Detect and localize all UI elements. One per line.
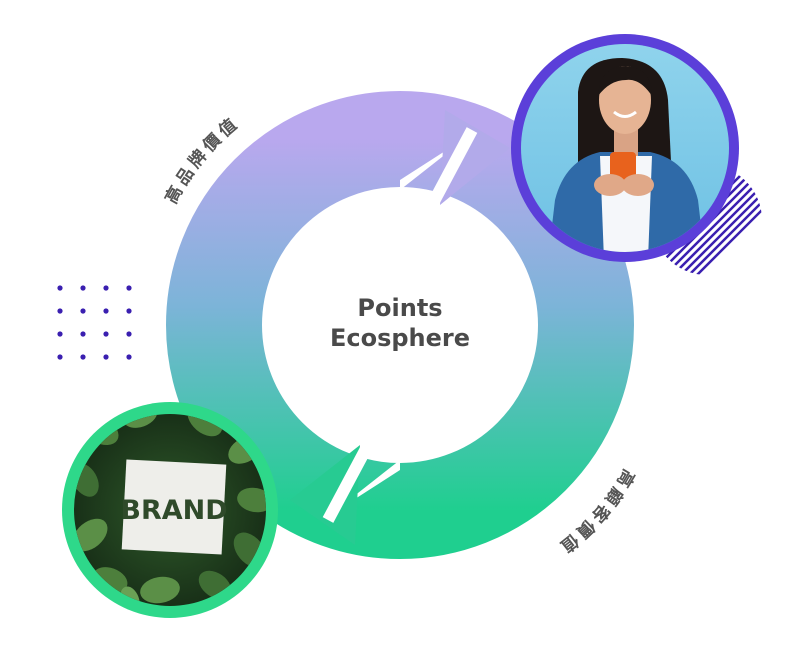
brand-badge: BRAND	[62, 402, 278, 618]
woman-with-phone-photo-icon	[548, 58, 705, 252]
center-title-line1: Points	[357, 294, 442, 322]
brand-card	[121, 459, 227, 555]
phone-icon	[610, 152, 636, 180]
brand-card-label: BRAND	[120, 495, 227, 526]
arrow-head-bottom	[290, 445, 360, 545]
cycle-arrows	[290, 110, 510, 545]
cycle-ring	[166, 91, 634, 559]
arrow-head-top	[440, 110, 510, 205]
center-circle	[275, 200, 525, 450]
dot-grid-decoration	[57, 285, 132, 360]
center-title-line2: Ecosphere	[330, 324, 470, 352]
person-badge	[511, 34, 739, 262]
